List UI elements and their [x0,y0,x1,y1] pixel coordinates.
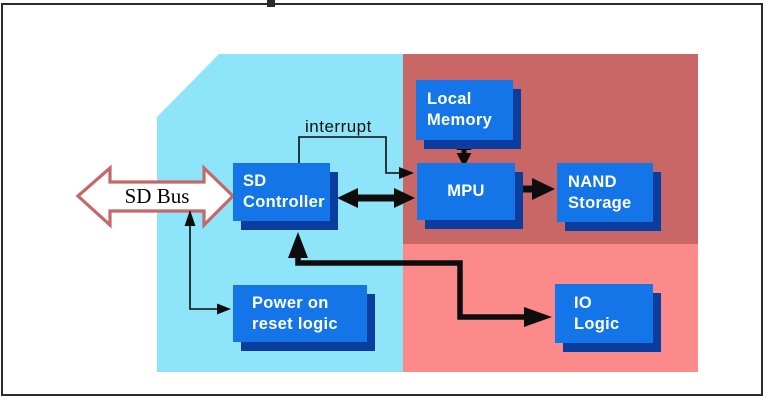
interrupt-label: interrupt [305,117,372,136]
arrowhead-right-icon [524,307,552,327]
nand-storage-label: NAND Storage [568,172,632,212]
mpu-localmemory-bus [456,136,472,167]
interrupt-connector [298,136,414,179]
sd-controller-box: SD Controller [233,163,330,221]
local-memory-box: Local Memory [416,80,513,140]
nand-storage-box: NAND Storage [557,163,653,222]
sdcontroller-iologic-bus [288,232,552,327]
mpu-nand-arrow [523,178,555,200]
cropped-text-descender [267,0,275,7]
mpu-box: MPU [417,163,515,220]
power-on-reset-box: Power on reset logic [233,285,367,342]
arrowhead-right-icon [532,178,555,200]
arrowhead-left-icon [337,188,358,208]
arrowhead-up-icon [288,232,308,258]
bus-to-reset-connector [184,210,231,315]
mpu-label: MPU [447,182,485,200]
arrowhead-right-icon [399,167,414,179]
io-logic-box: IO Logic [555,284,653,343]
sd-controller-label: SD Controller [243,172,325,211]
sd-bus-label: SD Bus [124,184,190,208]
sdcontroller-mpu-bus [337,188,415,208]
arrowhead-up-icon [456,136,472,150]
arrowhead-down-icon [456,153,472,167]
local-memory-label: Local Memory [427,90,493,129]
arrowhead-right-icon [394,188,415,208]
arrowhead-right-icon [217,303,231,315]
power-on-reset-label: Power on reset logic [252,293,338,333]
arrowhead-up-icon [184,210,196,226]
io-logic-label: IO Logic [574,293,620,333]
